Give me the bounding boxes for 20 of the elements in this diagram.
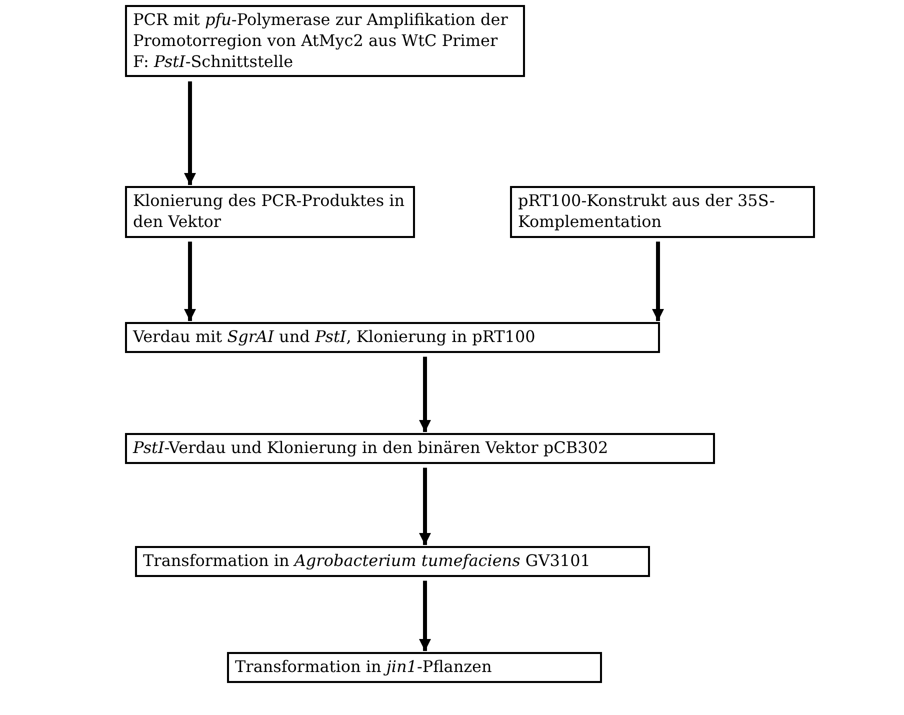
arrow [652, 242, 664, 321]
step-text: pRT100-Konstrukt aus der 35S-Komplementation [518, 191, 776, 233]
step-text: PCR mit pfu-Polymerase zur Amplifikation der Promotorregion von AtMyc2 aus WtC Primer F: PstI-Schnittstelle [133, 10, 509, 72]
process-box [135, 546, 650, 577]
arrow [184, 242, 196, 321]
process-box [227, 652, 602, 683]
process-box [125, 322, 660, 353]
step-text: Verdau mit SgrAI und PstI, Klonierung in pRT100 [133, 327, 536, 348]
step-text: Transformation in jin1-Pflanzen [235, 657, 493, 678]
step-text: Klonierung des PCR-Produktes in den Vektor [133, 191, 406, 233]
process-box [510, 186, 815, 238]
arrow [184, 81, 196, 185]
process-box [125, 186, 415, 238]
step-text: PstI-Verdau und Klonierung in den binären Vektor pCB302 [133, 438, 610, 459]
process-box [125, 433, 715, 464]
arrow [419, 468, 431, 545]
arrow [419, 356, 431, 432]
arrow [419, 580, 431, 651]
process-box [125, 5, 525, 78]
step-text: Transformation in Agrobacterium tumefaciens GV3101 [143, 551, 592, 572]
